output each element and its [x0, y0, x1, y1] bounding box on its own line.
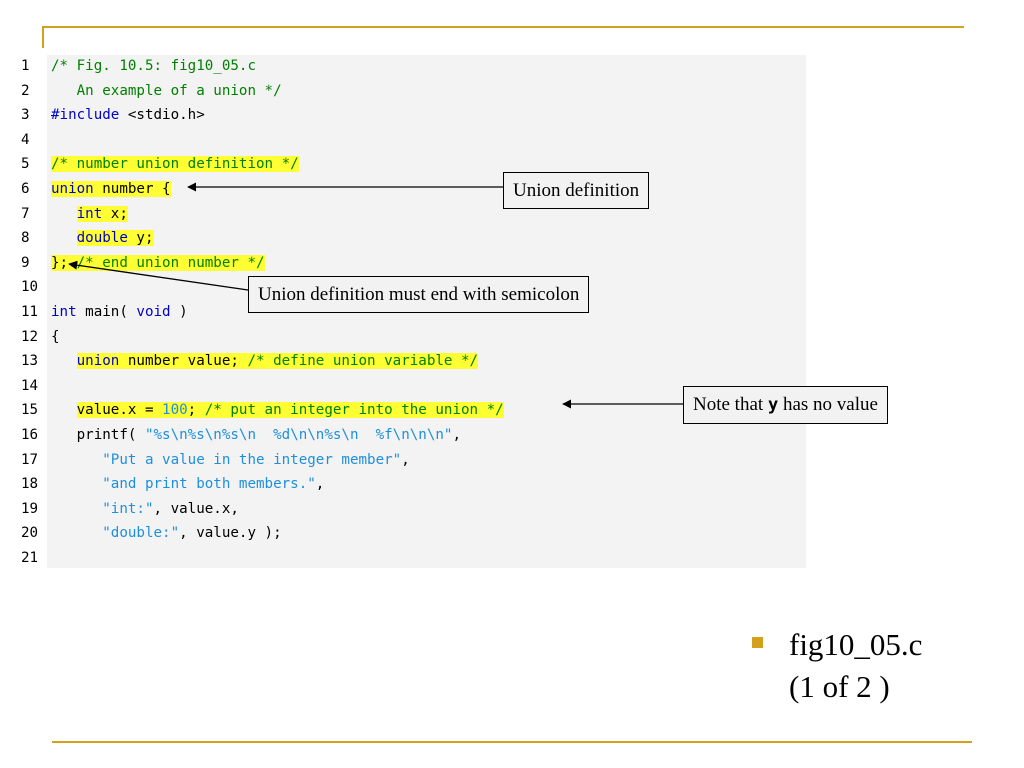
line-number: 6 [21, 181, 30, 197]
line-number: 9 [21, 254, 30, 271]
code-text: { [51, 326, 60, 348]
line-number: 2 [21, 82, 30, 99]
callout-semicolon-text: Union definition must end with semicolon [258, 284, 580, 305]
code-text: /* number union definition */ [51, 153, 299, 175]
line-number: 12 [21, 328, 39, 345]
line-number: 8 [21, 230, 30, 247]
code-token: double [76, 230, 128, 247]
code-text: An example of a union */ [51, 80, 282, 102]
code-token: 100 [162, 402, 188, 419]
line-number: 1 [21, 58, 30, 74]
line-number: 18 [21, 476, 39, 493]
code-token: y; [127, 230, 154, 247]
code-text: int main( void ) [51, 301, 188, 323]
line-number: 15 [21, 402, 39, 419]
code-token: <stdio.h> [119, 107, 205, 124]
code-text: /* Fig. 10.5: fig10_05.c [51, 55, 256, 77]
code-text: union number { [51, 178, 171, 200]
callout-note-y: Note that y has no value [683, 386, 888, 424]
code-token: printf( [51, 427, 145, 443]
caption-part: (1 of 2 ) [789, 669, 890, 704]
code-text: printf( "%s\n%s\n%s\n %d\n\n%s\n %f\n\n\… [51, 424, 461, 446]
code-text: double y; [51, 227, 154, 249]
line-number: 5 [21, 156, 30, 173]
callout-note-code: y [767, 395, 779, 415]
code-token: { [51, 328, 60, 345]
code-token: main( [76, 304, 137, 320]
line-number: 4 [21, 131, 30, 148]
bullet-square-icon [752, 637, 763, 648]
line-number: 7 [21, 205, 30, 222]
line-number: 11 [21, 304, 39, 320]
code-token: int [76, 205, 103, 222]
code-text: "and print both members.", [51, 473, 324, 495]
code-token: /* put an integer into the union */ [196, 402, 504, 419]
code-token: union [76, 353, 120, 370]
callout-union-definition-text: Union definition [513, 180, 640, 201]
top-left-rule-vertical [42, 26, 44, 48]
callout-note-suffix: has no value [778, 394, 878, 415]
line-number: 16 [21, 427, 39, 443]
code-token: int [51, 304, 77, 320]
code-token: "int:" [102, 500, 154, 517]
arrow-semicolon [68, 260, 249, 291]
code-token: , [401, 451, 410, 468]
bottom-rule [52, 741, 972, 743]
code-text: "Put a value in the integer member", [51, 449, 410, 471]
code-token: #include [51, 107, 120, 124]
code-token: "double:" [102, 525, 180, 542]
line-number: 20 [21, 525, 39, 542]
code-token: An example of a union */ [51, 82, 282, 99]
code-token: value.x = [76, 402, 163, 419]
code-text: union number value; /* define union vari… [51, 350, 479, 372]
line-number: 21 [21, 550, 39, 566]
line-number: 17 [21, 451, 39, 468]
code-token: number value; [119, 353, 239, 370]
top-rule [42, 26, 964, 28]
code-text: "int:", value.x, [51, 498, 239, 520]
code-text: }; /* end union number */ [51, 252, 265, 274]
code-token: }; [51, 254, 69, 271]
code-token: ) [170, 304, 188, 320]
callout-semicolon: Union definition must end with semicolon [248, 276, 590, 313]
code-token: union [51, 181, 94, 197]
code-token: /* end union number */ [68, 254, 265, 271]
code-token: "Put a value in the integer member" [102, 451, 402, 468]
code-token: "and print both members." [102, 476, 316, 493]
line-number: 14 [21, 377, 39, 394]
code-token: , [452, 427, 462, 443]
code-token: ; [187, 402, 197, 419]
code-token: "%s\n%s\n%s\n %d\n\n%s\n %f\n\n\n" [144, 427, 453, 443]
callout-union-definition: Union definition [503, 172, 650, 209]
slide-caption: fig10_05.c (1 of 2 ) [789, 624, 922, 708]
code-token: , [315, 476, 325, 493]
code-token: /* define union variable */ [238, 353, 479, 370]
code-text: "double:", value.y ); [51, 522, 282, 544]
code-text: int x; [51, 203, 128, 225]
code-token: x; [102, 205, 128, 222]
line-number: 13 [21, 353, 39, 370]
code-token: /* number union definition */ [51, 156, 299, 173]
code-token: /* Fig. 10.5: fig10_05.c [51, 58, 256, 74]
line-number: 3 [21, 107, 30, 124]
line-number: 10 [21, 279, 39, 296]
code-token: , value.y ); [179, 525, 282, 542]
line-number: 19 [21, 500, 39, 517]
code-text: value.x = 100; /* put an integer into th… [51, 399, 504, 421]
callout-note-prefix: Note that [693, 394, 768, 415]
code-token: void [136, 304, 171, 320]
code-token: , value.x, [153, 500, 239, 517]
code-text: #include <stdio.h> [51, 104, 205, 126]
code-token: number { [93, 181, 171, 197]
caption-filename: fig10_05.c [789, 627, 923, 662]
